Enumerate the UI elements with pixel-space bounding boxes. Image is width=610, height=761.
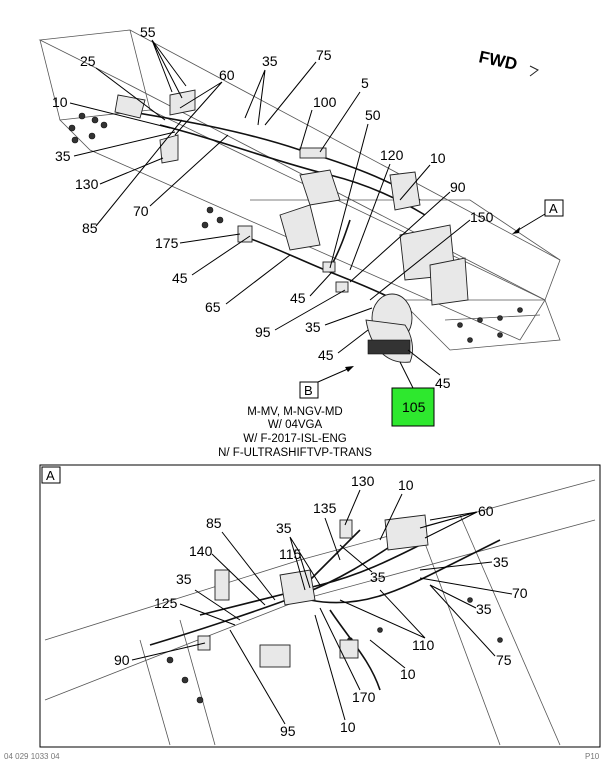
note-line-2: W/ 04VGA bbox=[268, 419, 323, 431]
callout: 10 bbox=[398, 477, 414, 493]
callout: 10 bbox=[430, 150, 446, 166]
applicability-notes: M-MV, M-NGV-MD W/ 04VGA W/ F-2017-ISL-EN… bbox=[218, 406, 372, 459]
callout: 140 bbox=[189, 543, 213, 559]
callout: 75 bbox=[316, 47, 332, 63]
callout: 55 bbox=[140, 24, 156, 40]
callout: 130 bbox=[351, 473, 375, 489]
highlight-part-label: 105 bbox=[402, 399, 426, 415]
footer-code-right: P10 bbox=[585, 752, 600, 761]
callout: 35 bbox=[276, 520, 292, 536]
fwd-arrow-icon bbox=[529, 65, 539, 77]
callout: 95 bbox=[280, 723, 296, 739]
footer-code-left: 04 029 1033 04 bbox=[4, 752, 60, 761]
callout: 175 bbox=[155, 235, 179, 251]
callout: 10 bbox=[400, 666, 416, 682]
callout: 5 bbox=[361, 75, 369, 91]
callout: 10 bbox=[52, 94, 68, 110]
callout: 35 bbox=[262, 53, 278, 69]
callout: 135 bbox=[313, 500, 337, 516]
callout: 85 bbox=[206, 515, 222, 531]
detail-a-view: A bbox=[39, 464, 601, 748]
callout: 35 bbox=[370, 569, 386, 585]
callout: 170 bbox=[352, 689, 376, 705]
callout: 100 bbox=[313, 94, 337, 110]
detail-a-label: A bbox=[46, 468, 55, 483]
callout: 35 bbox=[305, 319, 321, 335]
callout: 85 bbox=[82, 220, 98, 236]
callout: 90 bbox=[450, 179, 466, 195]
callout: 95 bbox=[255, 324, 271, 340]
callout: 10 bbox=[340, 719, 356, 735]
callout: 75 bbox=[496, 652, 512, 668]
callout: 35 bbox=[476, 601, 492, 617]
callout: 60 bbox=[478, 503, 494, 519]
callout: 125 bbox=[154, 595, 178, 611]
callout: 50 bbox=[365, 107, 381, 123]
fwd-label: FWD bbox=[477, 47, 519, 74]
callout: 65 bbox=[205, 299, 221, 315]
callout: 90 bbox=[114, 652, 130, 668]
main-view-components bbox=[114, 89, 469, 363]
callout: 130 bbox=[75, 176, 99, 192]
section-b-marker: B bbox=[299, 366, 354, 399]
callout: 70 bbox=[512, 585, 528, 601]
note-line-3: W/ F-2017-ISL-ENG bbox=[243, 433, 347, 445]
callout: 150 bbox=[470, 209, 494, 225]
note-line-4: N/ F-ULTRASHIFTVP-TRANS bbox=[218, 447, 372, 459]
callout: 35 bbox=[176, 571, 192, 587]
note-line-1: M-MV, M-NGV-MD bbox=[247, 406, 342, 418]
callout: 45 bbox=[290, 290, 306, 306]
callout: 115 bbox=[279, 546, 302, 562]
section-b-label: B bbox=[304, 383, 313, 398]
callout: 60 bbox=[219, 67, 235, 83]
callout: 120 bbox=[380, 147, 404, 163]
highlight-part-105[interactable]: 105 bbox=[391, 361, 435, 427]
section-a-marker: A bbox=[512, 199, 564, 234]
callout: 35 bbox=[493, 554, 509, 570]
callout: 70 bbox=[133, 203, 149, 219]
callout: 35 bbox=[55, 148, 71, 164]
callout: 45 bbox=[172, 270, 188, 286]
main-callouts: 55 25 60 35 75 10 5 100 50 35 130 120 10… bbox=[52, 24, 494, 391]
detail-callouts: 130 10 135 60 85 35 140 115 35 125 35 35… bbox=[114, 473, 528, 739]
callout: 45 bbox=[318, 347, 334, 363]
section-a-label: A bbox=[549, 201, 558, 216]
callout: 110 bbox=[412, 637, 435, 653]
callout: 45 bbox=[435, 375, 451, 391]
callout: 25 bbox=[80, 53, 96, 69]
